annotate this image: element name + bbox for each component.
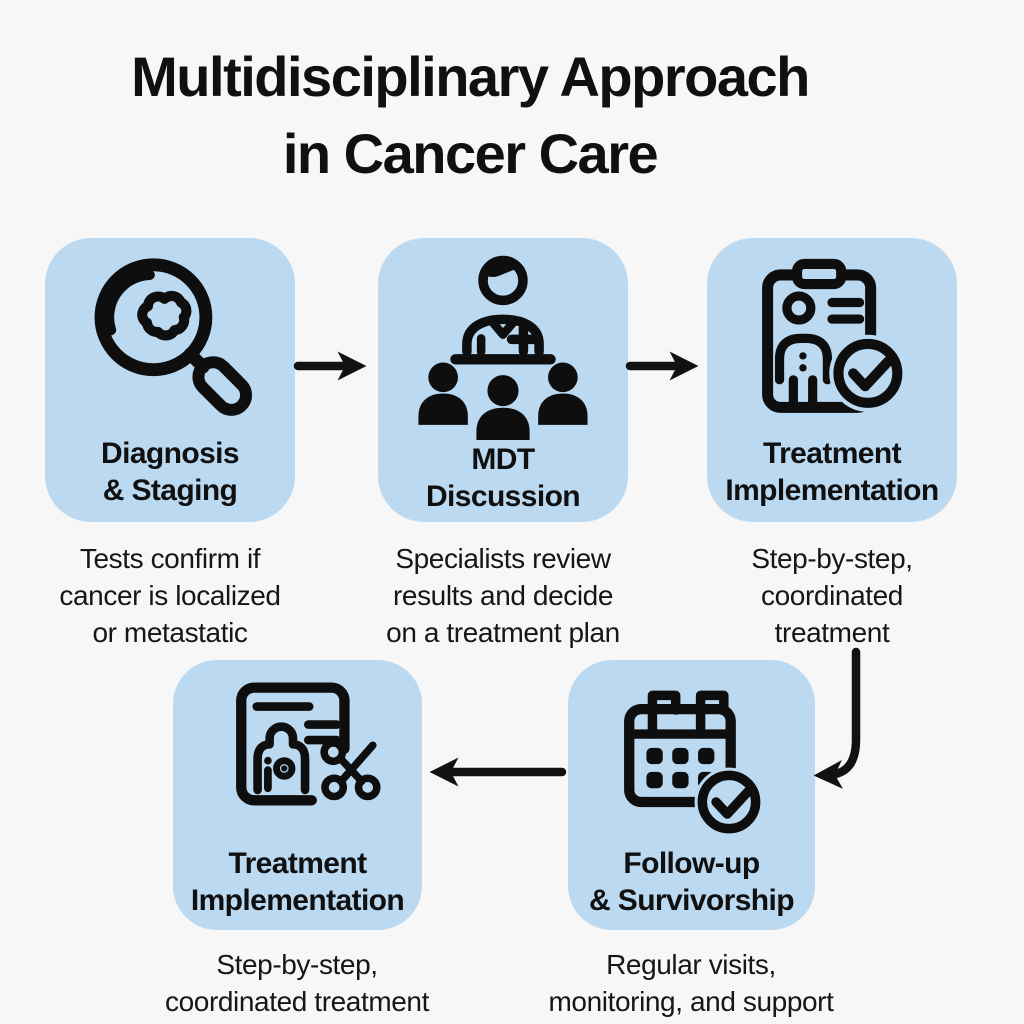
title-line-1: Multidisciplinary Approach bbox=[131, 45, 810, 108]
step-label: Follow-up & Survivorship bbox=[589, 847, 795, 917]
page-title: Multidisciplinary Approach in Cancer Car… bbox=[0, 38, 940, 192]
step-desc-followup-survivorship: Regular visits, monitoring, and support bbox=[548, 949, 834, 1017]
step-desc-treatment-implementation-top: Step-by-step, coordinated treatment bbox=[751, 543, 913, 648]
step-box-diagnosis-staging: Diagnosis & Staging bbox=[45, 238, 295, 522]
step-label: Diagnosis & Staging bbox=[101, 437, 240, 507]
calendar-check-icon bbox=[606, 673, 778, 845]
step-box-mdt-discussion: MDT Discussion bbox=[378, 238, 628, 522]
magnifier-cells-icon bbox=[78, 251, 262, 435]
step-label: MDT Discussion bbox=[425, 443, 581, 513]
medical-record-scissors-icon bbox=[212, 673, 384, 845]
clipboard-patient-check-icon bbox=[740, 251, 924, 435]
arrow-step3-to-step4 bbox=[813, 647, 861, 789]
step-label: Treatment Implementation bbox=[190, 847, 405, 917]
step-label: Treatment Implementation bbox=[725, 437, 939, 507]
step-box-treatment-implementation-bottom: Treatment Implementation bbox=[173, 660, 422, 930]
title-line-2: in Cancer Care bbox=[282, 122, 659, 185]
step-box-followup-survivorship: Follow-up & Survivorship bbox=[568, 660, 815, 930]
step-desc-diagnosis-staging: Tests confirm if cancer is localized or … bbox=[59, 543, 281, 648]
step-desc-mdt-discussion: Specialists review results and decide on… bbox=[386, 543, 620, 648]
step-box-treatment-implementation-top: Treatment Implementation bbox=[707, 238, 957, 522]
team-meeting-icon bbox=[408, 251, 598, 441]
step-desc-treatment-implementation-bottom: Step-by-step, coordinated treatment bbox=[165, 949, 429, 1017]
